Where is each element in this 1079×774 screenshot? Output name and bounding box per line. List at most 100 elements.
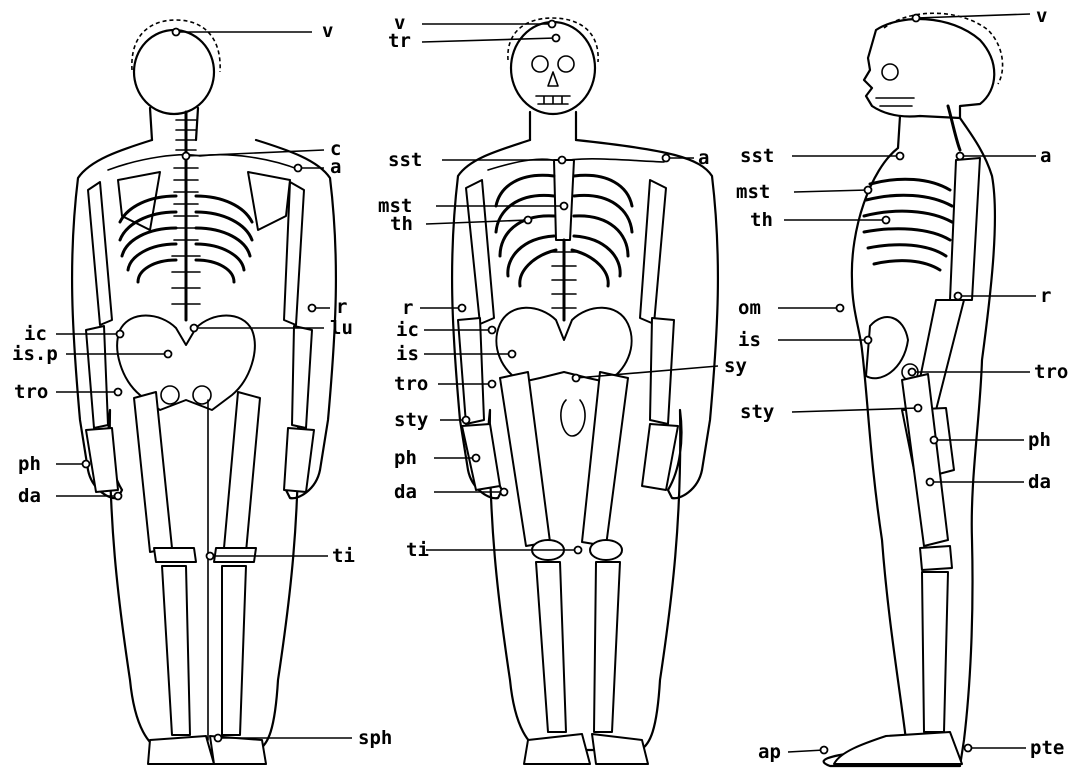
right-hand <box>284 428 314 492</box>
label-r: r <box>1040 285 1051 307</box>
left-foot <box>148 736 214 764</box>
label-ap: ap <box>758 741 781 763</box>
label-ti: ti <box>406 539 429 561</box>
label-r: r <box>336 296 347 318</box>
label-tro: tro <box>1034 361 1068 383</box>
label-v: v <box>322 20 333 42</box>
right-forearm <box>292 326 312 428</box>
landmark-r: r <box>309 296 348 318</box>
label-tr: tr <box>388 30 411 52</box>
label-ph: ph <box>1028 429 1051 451</box>
label-ic: ic <box>24 323 47 345</box>
label-ph: ph <box>18 453 41 475</box>
lateral-humerus <box>950 158 980 300</box>
anterior-right-tibia <box>594 562 620 732</box>
label-da: da <box>1028 471 1051 493</box>
anterior-right-foot <box>592 734 648 764</box>
label-isp: is.p <box>12 343 58 365</box>
landmark-sty: sty <box>394 409 470 431</box>
anterior-neck <box>530 112 576 140</box>
landmark-sst: sst <box>388 149 566 171</box>
anterior-right-femur <box>582 372 628 546</box>
lateral-cervical-spine <box>948 106 960 150</box>
lateral-tibia <box>922 572 948 732</box>
figure-anterior: v tr sst a mst th r ic <box>378 12 747 764</box>
left-hand <box>86 428 118 492</box>
right-femur <box>224 392 260 552</box>
posterior-shoulder-line <box>108 155 300 170</box>
left-humerus <box>88 182 112 325</box>
label-ic: ic <box>396 319 419 341</box>
label-sty: sty <box>740 401 774 423</box>
label-pte: pte <box>1030 737 1064 759</box>
posterior-neck <box>150 108 198 140</box>
anterior-left-tibia <box>536 562 566 732</box>
landmark-a: a <box>663 147 710 169</box>
right-scapula <box>248 172 290 230</box>
right-knee <box>214 548 256 562</box>
sternum <box>554 160 574 240</box>
lateral-ribcage <box>864 179 952 270</box>
landmark-v: v <box>394 12 556 34</box>
figure-posterior: v c a r lu ic is.p tro <box>12 20 392 764</box>
anterior-left-humerus <box>466 180 494 324</box>
anterior-lumbar-spine <box>552 240 576 320</box>
anterior-left-hand <box>462 424 500 490</box>
landmark-r: r <box>402 297 466 319</box>
left-femur <box>134 392 172 552</box>
landmark-ap: ap <box>758 741 828 763</box>
left-orbit <box>532 56 548 72</box>
label-da: da <box>18 485 41 507</box>
label-om: om <box>738 297 761 319</box>
label-a: a <box>698 147 709 169</box>
lateral-jaw <box>876 98 914 106</box>
label-r: r <box>402 297 413 319</box>
landmark-tr: tr <box>388 30 560 52</box>
label-th: th <box>750 209 773 231</box>
lateral-head-outline <box>884 13 1003 84</box>
label-sst: sst <box>388 149 422 171</box>
posterior-pelvis <box>117 316 255 411</box>
lateral-foot <box>834 732 962 764</box>
label-sst: sst <box>740 145 774 167</box>
anterior-left-femur <box>500 372 550 546</box>
label-v: v <box>1036 5 1047 27</box>
nasal-cavity <box>548 72 558 86</box>
right-orbit <box>558 56 574 72</box>
label-tro: tro <box>394 373 428 395</box>
anterior-left-foot <box>524 734 590 764</box>
lateral-knee <box>920 546 952 570</box>
lateral-pelvis <box>866 317 908 378</box>
landmark-v: v <box>173 20 334 42</box>
label-sty: sty <box>394 409 428 431</box>
left-knee <box>154 548 196 562</box>
landmark-sty: sty <box>740 401 922 423</box>
landmark-ph: ph <box>18 453 90 475</box>
anterior-right-humerus <box>640 180 666 324</box>
label-ti: ti <box>332 545 355 567</box>
landmark-th: th <box>750 209 890 231</box>
label-a: a <box>330 156 341 178</box>
teeth <box>536 96 570 104</box>
left-forearm <box>86 326 108 428</box>
label-ph: ph <box>394 447 417 469</box>
posterior-skull <box>134 30 214 114</box>
landmark-om: om <box>738 297 844 319</box>
landmark-sst: sst <box>740 145 904 167</box>
label-is: is <box>396 343 419 365</box>
anterior-left-forearm <box>458 318 484 424</box>
right-tibia <box>222 566 246 735</box>
figure-lateral: v sst a mst th r om is <box>736 5 1068 766</box>
landmark-is: is <box>738 329 872 351</box>
label-sy: sy <box>724 355 747 377</box>
label-tro: tro <box>14 381 48 403</box>
label-a: a <box>1040 145 1051 167</box>
label-th: th <box>390 213 413 235</box>
landmark-da: da <box>927 471 1051 493</box>
landmark-pte: pte <box>965 737 1065 759</box>
left-tibia <box>162 566 190 735</box>
label-mst: mst <box>736 181 770 203</box>
label-lu: lu <box>330 317 353 339</box>
genital-outline <box>561 400 585 436</box>
